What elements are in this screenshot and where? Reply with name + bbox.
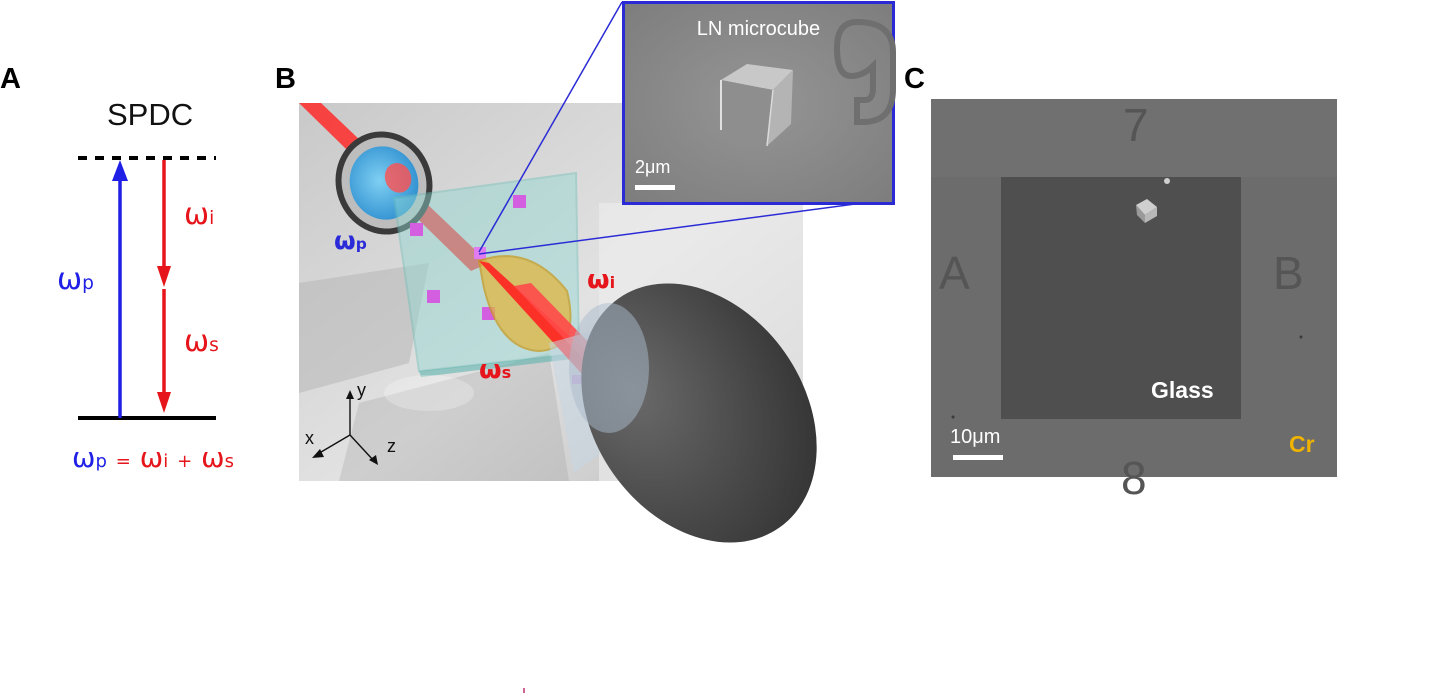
- subscript-s: s: [224, 451, 235, 472]
- experiment-render: [299, 103, 817, 543]
- glass-label: Glass: [1151, 377, 1214, 403]
- subscript-i: i: [609, 273, 616, 292]
- omega-symbol: ω: [587, 265, 610, 295]
- axis-z-label: z: [387, 436, 396, 456]
- marker-top: 7: [1123, 99, 1149, 151]
- inset-scale-label: 2μm: [635, 157, 671, 177]
- pump-arrowhead: [112, 160, 128, 181]
- omega-symbol: ω: [184, 197, 210, 232]
- pump-frequency-label: ωp: [57, 262, 94, 297]
- render-illustration: [299, 103, 817, 543]
- subscript-s: s: [501, 363, 512, 382]
- sem-inset-image: [625, 4, 896, 202]
- idler-frequency-label: ωi: [184, 197, 214, 232]
- omega-symbol: ω: [139, 441, 164, 474]
- microcube-shape: [1136, 199, 1157, 223]
- omega-symbol: ω: [72, 441, 96, 474]
- omega-symbol: ω: [479, 355, 502, 385]
- subscript-p: p: [355, 235, 367, 253]
- omega-symbol: ω: [57, 262, 83, 297]
- sem-inset-microcube: LN microcube 2μm: [622, 1, 896, 205]
- microcube-shape: [720, 64, 793, 147]
- panel-label-c: C: [904, 63, 925, 95]
- panel-label-a: A: [0, 63, 21, 95]
- scale-bar: [953, 455, 1003, 460]
- axis-x-label: x: [305, 428, 314, 448]
- signal-frequency-label: ωs: [184, 324, 219, 359]
- plus-sign: +: [177, 451, 193, 472]
- sem-image: 7 A B 8: [931, 99, 1337, 504]
- equals-sign: =: [115, 451, 131, 472]
- energy-conservation-equation: ωp = ωi + ωs: [72, 441, 234, 474]
- microcube: [474, 247, 486, 259]
- chromium-label: Cr: [1289, 431, 1315, 457]
- subscript-p: p: [95, 451, 107, 472]
- omega-symbol: ω: [334, 226, 356, 255]
- marker-right: B: [1273, 247, 1304, 299]
- focusing-lens: [335, 131, 433, 235]
- pump-frequency-label: ωp: [334, 226, 367, 255]
- glass-window: [1001, 177, 1241, 419]
- scale-bar-label: 10μm: [950, 426, 1001, 448]
- idler-arrowhead: [157, 266, 171, 287]
- microcube: [427, 290, 440, 303]
- microcube: [513, 195, 526, 208]
- energy-level-diagram: [78, 156, 216, 420]
- subscript-p: p: [82, 273, 94, 294]
- signal-arrowhead: [157, 392, 171, 413]
- spdc-title: SPDC: [107, 97, 194, 132]
- omega-symbol: ω: [184, 324, 210, 359]
- subscript-s: s: [209, 335, 219, 356]
- axis-y-label: y: [357, 380, 366, 400]
- marker-left: A: [939, 247, 970, 299]
- coordinate-axes: [312, 390, 378, 465]
- marker-bottom: 8: [1121, 452, 1147, 504]
- sem-image-glass-window: 7 A B 8 Glass Cr 10μm: [931, 99, 1337, 504]
- inset-title: LN microcube: [696, 18, 821, 40]
- omega-symbol: ω: [201, 441, 225, 474]
- microcube: [410, 223, 423, 236]
- subscript-i: i: [209, 208, 215, 229]
- idler-frequency-label: ωi: [587, 265, 615, 295]
- subscript-i: i: [163, 451, 169, 472]
- signal-frequency-label: ωs: [479, 355, 511, 385]
- scale-bar: [635, 185, 675, 190]
- panel-label-b: B: [275, 63, 296, 95]
